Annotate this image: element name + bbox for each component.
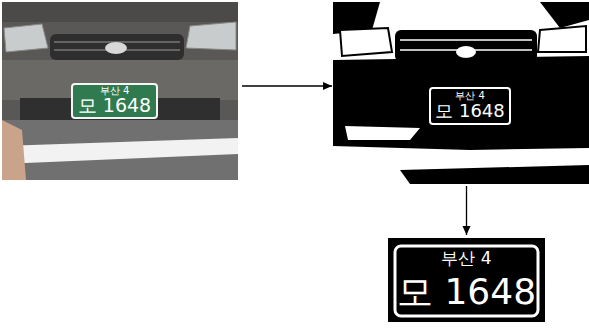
road-stripe bbox=[2, 138, 238, 164]
black-region bbox=[333, 56, 589, 150]
logo bbox=[456, 46, 476, 58]
process-arrow bbox=[242, 85, 332, 86]
car-body bbox=[2, 2, 238, 180]
process-arrow bbox=[466, 186, 467, 235]
ground bbox=[2, 120, 238, 180]
plate-number: 모 1648 bbox=[388, 274, 545, 310]
bumper bbox=[2, 60, 238, 100]
plate-region: 부산 4 bbox=[430, 91, 510, 101]
car-hood bbox=[2, 2, 238, 22]
headlight bbox=[4, 24, 48, 52]
image-panel: 부산 4모 1648 bbox=[2, 2, 238, 180]
white-region bbox=[345, 126, 420, 140]
binary-bg bbox=[333, 2, 589, 182]
crop-bg bbox=[388, 238, 545, 322]
license-plate bbox=[430, 88, 510, 124]
blur bbox=[2, 120, 26, 180]
plate-region: 부산 4 bbox=[388, 250, 545, 267]
headlight bbox=[186, 22, 236, 50]
license-plate bbox=[72, 84, 157, 118]
plate-number: 모 1648 bbox=[72, 96, 157, 115]
binary-image bbox=[333, 2, 589, 184]
black-region bbox=[400, 165, 589, 184]
plate-number: 모 1648 bbox=[430, 102, 510, 120]
logo bbox=[105, 42, 127, 54]
grille bbox=[50, 34, 184, 60]
image-panel: 부산 4모 1648 bbox=[333, 2, 589, 182]
plate-region: 부산 4 bbox=[72, 86, 157, 96]
grille-line bbox=[400, 39, 532, 41]
car-photo bbox=[2, 2, 238, 180]
headlight bbox=[340, 28, 392, 56]
headlight bbox=[538, 26, 586, 52]
cropped-plate bbox=[388, 238, 545, 322]
image-panel: 부산 4 모 1648 bbox=[388, 238, 545, 322]
black-region bbox=[540, 2, 589, 28]
